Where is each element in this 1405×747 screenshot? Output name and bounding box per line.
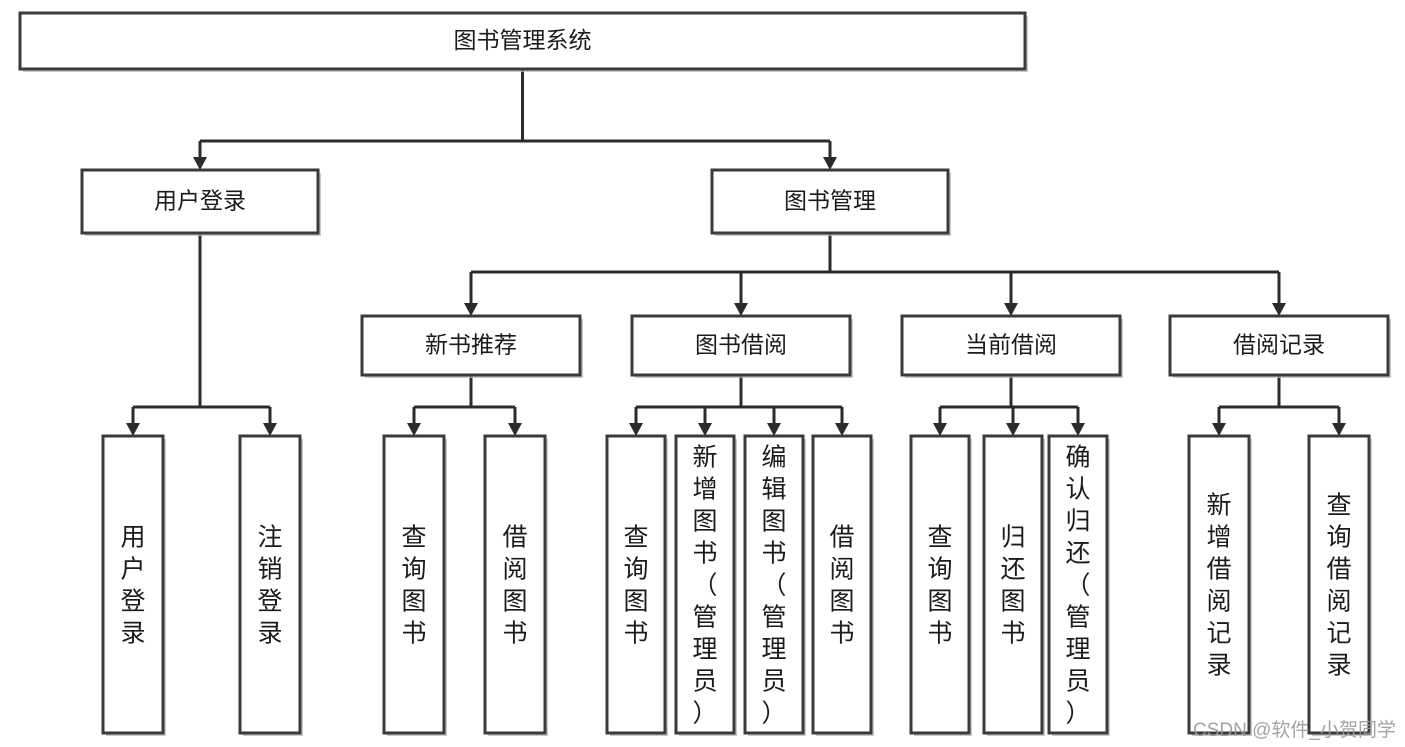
node-root-system[interactable]: 图书管理系统 xyxy=(18,11,1028,72)
node-leaf-return-book-rect xyxy=(982,434,1044,735)
leaves-borrow-record-arrow-1 xyxy=(1332,423,1346,436)
node-label: 新书推荐 xyxy=(425,332,517,358)
leaves-current-borrow-arrow-1 xyxy=(1006,423,1020,436)
node-label: 用户登录 xyxy=(154,188,246,214)
node-label: 图书管理系统 xyxy=(454,27,592,53)
node-label: 确认归还（管理员） xyxy=(1065,443,1090,727)
node-label: 注销登录 xyxy=(257,523,282,647)
node-current-borrow[interactable]: 当前借阅 xyxy=(900,314,1123,378)
node-label: 图书管理 xyxy=(784,188,876,214)
leaves-book-borrow-arrow-1 xyxy=(698,423,712,436)
leaves-user-login-arrow-0 xyxy=(126,423,140,436)
node-borrow-record-rect xyxy=(1168,314,1390,377)
node-label: 查询图书 xyxy=(623,523,648,647)
node-book-borrow[interactable]: 图书借阅 xyxy=(630,314,853,378)
node-user-login[interactable]: 用户登录 xyxy=(80,168,321,236)
leaves-current-borrow-arrow-2 xyxy=(1071,423,1085,436)
node-leaf-borrow-book-rec[interactable]: 借阅图书 xyxy=(483,434,548,736)
node-label: 借阅图书 xyxy=(829,523,854,647)
node-label: 图书借阅 xyxy=(695,332,787,358)
node-label: 查询图书 xyxy=(927,523,952,647)
node-leaf-return-book[interactable]: 归还图书 xyxy=(982,434,1045,736)
node-label: 新增借阅记录 xyxy=(1206,491,1231,679)
node-leaf-confirm-return[interactable]: 确认归还（管理员） xyxy=(1047,434,1110,736)
node-leaf-edit-book-rect xyxy=(743,434,805,735)
node-new-book-recommend-rect xyxy=(360,314,582,377)
node-leaf-add-book-rect xyxy=(674,434,736,735)
leaves-book-borrow-arrow-0 xyxy=(629,423,643,436)
node-leaf-query-book-current-rect xyxy=(909,434,971,735)
bookmanage-to-level3-arrow-2 xyxy=(1004,303,1018,316)
node-leaf-confirm-return-rect xyxy=(1047,434,1109,735)
node-leaf-user-login-rect xyxy=(101,434,165,735)
node-label: 新增图书（管理员） xyxy=(692,443,717,727)
node-leaf-query-book-borrow[interactable]: 查询图书 xyxy=(605,434,668,736)
node-leaf-query-book-rec[interactable]: 查询图书 xyxy=(382,434,447,736)
node-label: 归还图书 xyxy=(1000,523,1025,647)
node-label: 查询借阅记录 xyxy=(1326,491,1351,679)
root-to-level2-arrow-0 xyxy=(193,157,207,170)
node-book-borrow-rect xyxy=(630,314,852,377)
bookmanage-to-level3-arrow-3 xyxy=(1272,303,1286,316)
node-leaf-edit-book[interactable]: 编辑图书（管理员） xyxy=(743,434,806,736)
node-book-manage-rect xyxy=(710,168,950,235)
csdn-watermark: CSDN @软件_小贺同学 xyxy=(1193,719,1396,741)
leaves-user-login-arrow-1 xyxy=(263,423,277,436)
node-borrow-record[interactable]: 借阅记录 xyxy=(1168,314,1391,378)
node-label: 当前借阅 xyxy=(965,332,1057,358)
node-new-book-recommend[interactable]: 新书推荐 xyxy=(360,314,583,378)
bookmanage-to-level3-arrow-0 xyxy=(464,303,478,316)
root-to-level2-arrow-1 xyxy=(823,157,837,170)
node-leaf-query-record-rect xyxy=(1307,434,1371,735)
leaves-book-borrow-arrow-3 xyxy=(835,423,849,436)
node-leaf-user-login[interactable]: 用户登录 xyxy=(101,434,166,736)
node-book-manage[interactable]: 图书管理 xyxy=(710,168,951,236)
node-label: 借阅记录 xyxy=(1233,332,1325,358)
node-label: 查询图书 xyxy=(401,523,426,647)
leaves-book-borrow-arrow-2 xyxy=(767,423,781,436)
leaves-new-book-recommend-arrow-0 xyxy=(407,423,421,436)
node-leaf-add-record[interactable]: 新增借阅记录 xyxy=(1187,434,1252,736)
leaves-current-borrow-arrow-0 xyxy=(933,423,947,436)
node-label: 编辑图书（管理员） xyxy=(761,443,786,727)
leaves-new-book-recommend-arrow-1 xyxy=(508,423,522,436)
node-label: 借阅图书 xyxy=(502,523,527,647)
node-leaf-borrow-book[interactable]: 借阅图书 xyxy=(811,434,874,736)
node-label: 用户登录 xyxy=(120,523,145,647)
node-leaf-query-book-rec-rect xyxy=(382,434,446,735)
node-leaf-query-book-borrow-rect xyxy=(605,434,667,735)
bookmanage-to-level3-arrow-1 xyxy=(734,303,748,316)
node-boxes: 图书管理系统用户登录图书管理新书推荐图书借阅当前借阅借阅记录用户登录注销登录查询… xyxy=(18,11,1391,736)
leaves-borrow-record-arrow-0 xyxy=(1212,423,1226,436)
node-user-login-rect xyxy=(80,168,320,235)
node-current-borrow-rect xyxy=(900,314,1122,377)
node-leaf-add-record-rect xyxy=(1187,434,1251,735)
node-leaf-borrow-book-rec-rect xyxy=(483,434,547,735)
node-leaf-query-record[interactable]: 查询借阅记录 xyxy=(1307,434,1372,736)
node-leaf-user-logout-rect xyxy=(238,434,302,735)
node-leaf-borrow-book-rect xyxy=(811,434,873,735)
node-leaf-query-book-current[interactable]: 查询图书 xyxy=(909,434,972,736)
connector-lines xyxy=(126,69,1346,436)
node-leaf-add-book[interactable]: 新增图书（管理员） xyxy=(674,434,737,736)
node-leaf-user-logout[interactable]: 注销登录 xyxy=(238,434,303,736)
node-root-system-rect xyxy=(18,11,1027,71)
